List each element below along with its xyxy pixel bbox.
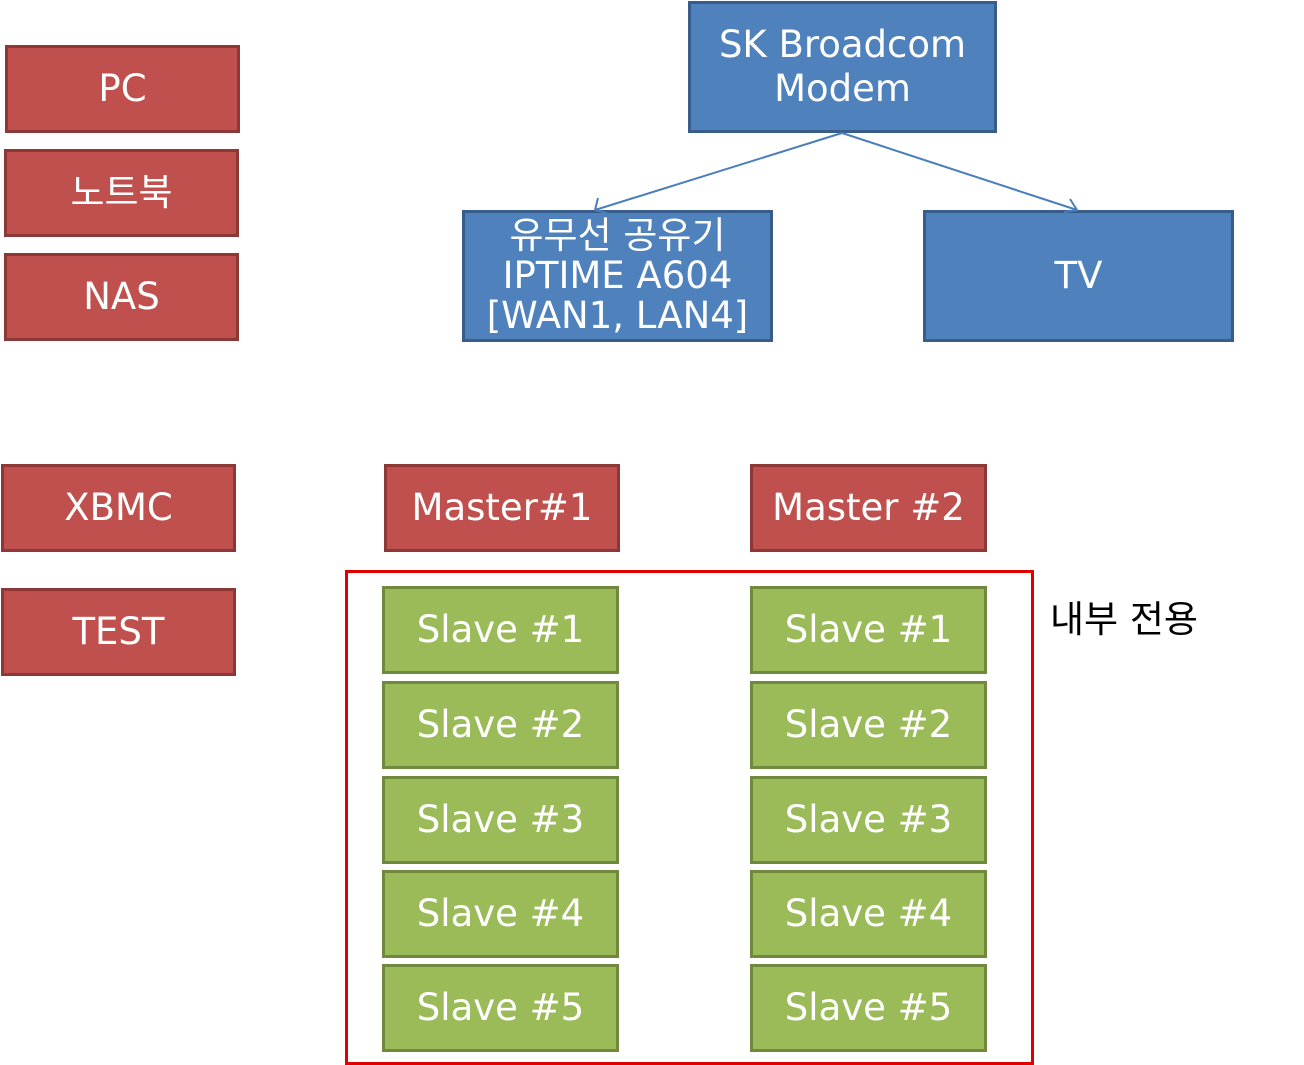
router-label-line1: 유무선 공유기 — [509, 214, 726, 257]
slave-left-4-label: Slave #4 — [416, 892, 585, 935]
slave-left-5: Slave #5 — [382, 964, 619, 1052]
slave-left-2: Slave #2 — [382, 681, 619, 769]
pc-node: PC — [5, 45, 240, 133]
router-node: 유무선 공유기 IPTIME A604 [WAN1, LAN4] — [462, 210, 773, 342]
arrow-head-router — [593, 197, 608, 214]
internal-group-label: 내부 전용 — [1050, 598, 1198, 641]
slave-right-4-label: Slave #4 — [784, 892, 953, 935]
slave-right-1: Slave #1 — [750, 586, 987, 674]
arrow-modem-to-tv — [841, 132, 1078, 211]
slave-left-1: Slave #1 — [382, 586, 619, 674]
slave-right-5: Slave #5 — [750, 964, 987, 1052]
slave-left-1-label: Slave #1 — [416, 608, 585, 651]
modem-label-line2: Modem — [774, 67, 911, 110]
modem-label-line1: SK Broadcom — [718, 23, 967, 66]
slave-right-1-label: Slave #1 — [784, 608, 953, 651]
master2-label: Master #2 — [772, 486, 965, 529]
test-node: TEST — [1, 588, 236, 676]
test-label: TEST — [72, 610, 165, 653]
master1-node: Master#1 — [384, 464, 620, 552]
tv-node: TV — [923, 210, 1234, 342]
arrow-head-tv — [1063, 198, 1079, 213]
arrow-modem-to-router — [594, 132, 843, 211]
master2-node: Master #2 — [750, 464, 987, 552]
pc-label: PC — [98, 67, 147, 110]
tv-label: TV — [1054, 254, 1103, 297]
slave-left-5-label: Slave #5 — [416, 986, 585, 1029]
notebook-node: 노트북 — [4, 149, 239, 237]
slave-right-2: Slave #2 — [750, 681, 987, 769]
slave-right-2-label: Slave #2 — [784, 703, 953, 746]
slave-right-5-label: Slave #5 — [784, 986, 953, 1029]
slave-left-3: Slave #3 — [382, 776, 619, 864]
notebook-label: 노트북 — [70, 171, 173, 214]
nas-label: NAS — [83, 275, 160, 318]
xbmc-node: XBMC — [1, 464, 236, 552]
router-label-line2: IPTIME A604 — [502, 254, 733, 297]
internal-group-frame — [345, 570, 1034, 1065]
slave-left-3-label: Slave #3 — [416, 798, 585, 841]
slave-left-4: Slave #4 — [382, 870, 619, 958]
slave-right-3: Slave #3 — [750, 776, 987, 864]
router-label-line3: [WAN1, LAN4] — [486, 294, 749, 337]
nas-node: NAS — [4, 253, 239, 341]
master1-label: Master#1 — [411, 486, 593, 529]
xbmc-label: XBMC — [64, 486, 173, 529]
slave-right-4: Slave #4 — [750, 870, 987, 958]
modem-node: SK Broadcom Modem — [688, 1, 997, 133]
slave-left-2-label: Slave #2 — [416, 703, 585, 746]
slave-right-3-label: Slave #3 — [784, 798, 953, 841]
